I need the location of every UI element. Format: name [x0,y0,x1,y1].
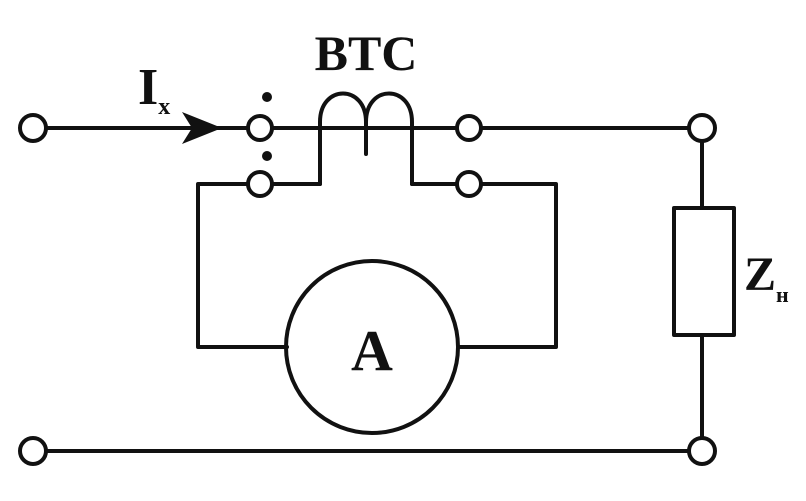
input-terminal-top [18,113,48,143]
load-label-main: Z [744,248,776,301]
transformer-label: BTC [315,25,418,81]
load-label-sub: н [776,282,789,307]
ammeter-loop-left [196,182,289,349]
transformer-terminal-in [246,114,274,142]
transformer-terminal-sec-right [455,170,483,198]
polarity-dot-lower [262,151,272,161]
polarity-dot-upper [262,92,272,102]
input-terminal-bottom [18,436,48,466]
ammeter-loop-right [456,182,558,349]
load-terminal-top [687,113,717,143]
current-arrow [182,112,222,144]
load-impedance [672,206,736,337]
ammeter-circle [284,259,460,435]
load-terminal-bottom [687,436,717,466]
ammeter-label: A [351,318,393,383]
current-label-sub: x [158,94,170,120]
current-label: Ix [138,59,170,120]
transformer-terminal-out [455,114,483,142]
load-label: Zн [744,248,789,307]
transformer-coil [318,91,414,186]
current-label-main: I [138,59,158,116]
transformer-terminal-sec-left [246,170,274,198]
